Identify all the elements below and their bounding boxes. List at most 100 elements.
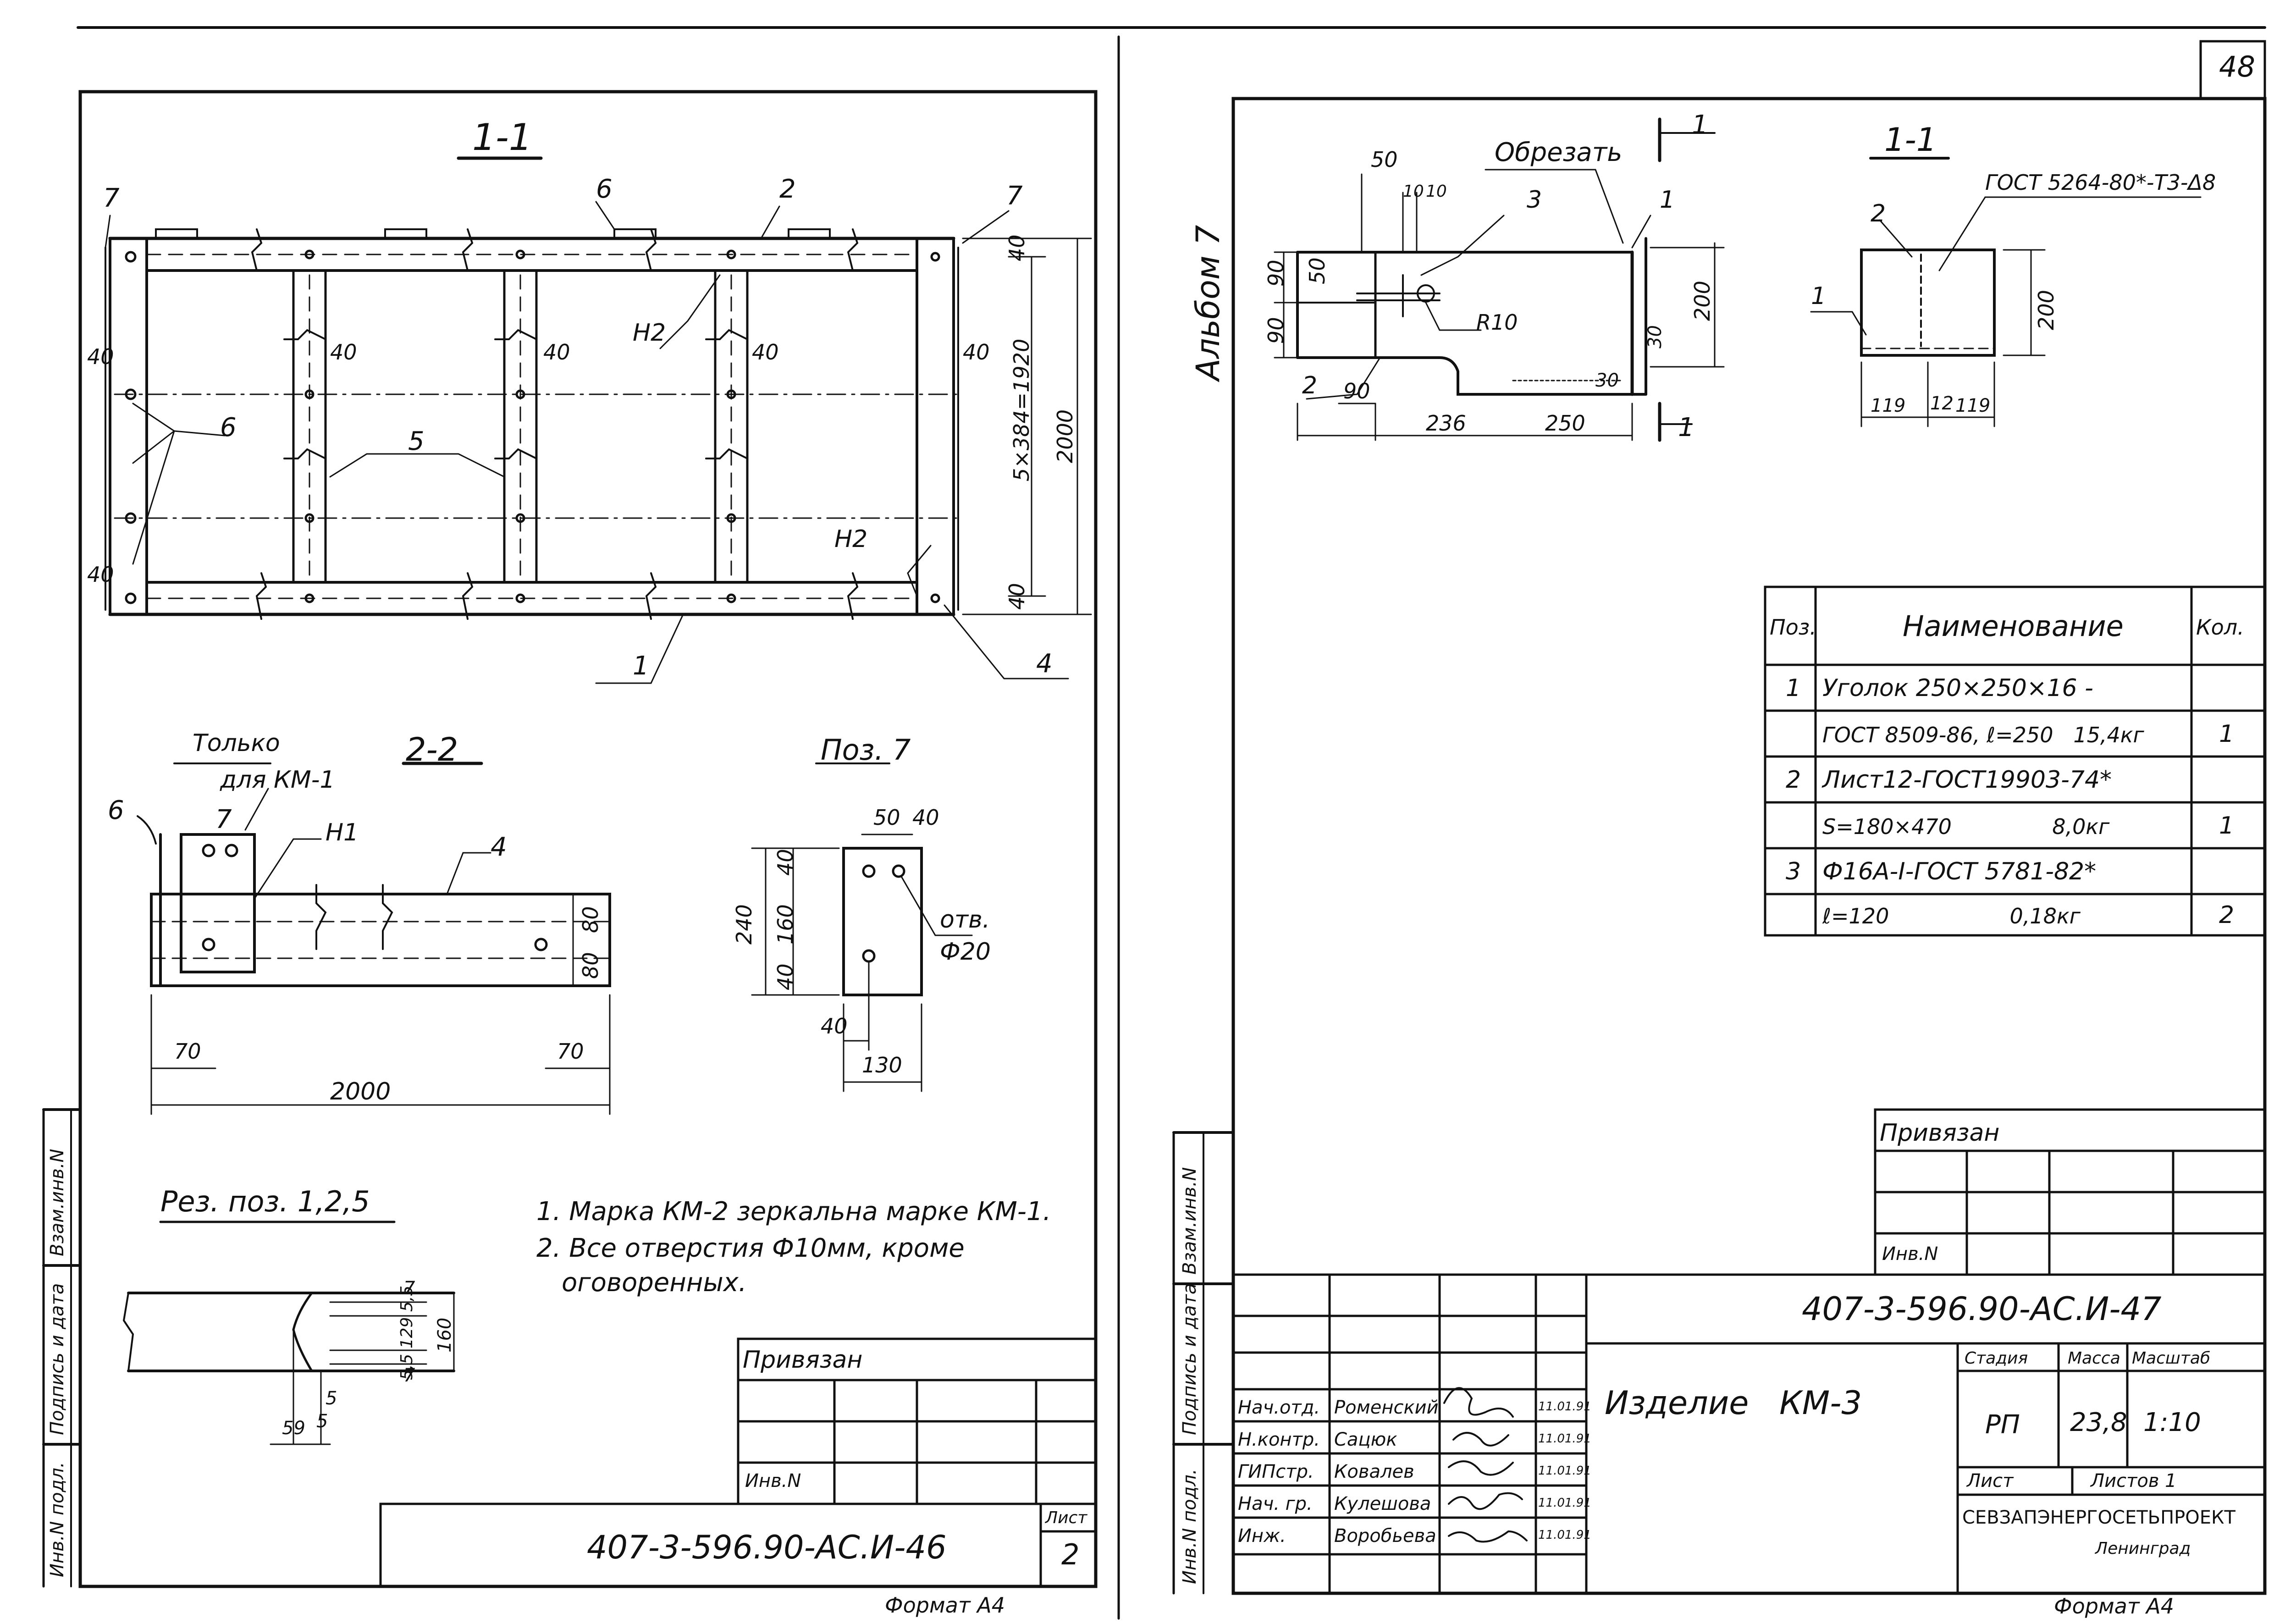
right-section-1-1-title: 1-1 [1884,121,1937,159]
callout-n2b: Н2 [834,525,868,553]
detail-dim-10b: 10 [1426,182,1447,201]
sheets-count: Листов 1 [2091,1470,2177,1491]
mass-label: Масса [2068,1349,2120,1368]
right-sec-dim-119b: 119 [1955,395,1991,416]
left-format: Формат А4 [885,1593,1005,1618]
cut-detail-linework [122,1221,455,1445]
mass-value: 23,8 [2070,1408,2127,1437]
right-title-block-lines [1232,1273,2266,1595]
left-side-label-1: Взам.инв.N [47,1149,68,1256]
callout-1: 1 [633,651,649,681]
sig-name-1: Роменский [1334,1397,1439,1418]
sig-role-5: Инж. [1238,1525,1286,1547]
note-1: 1. Марка КМ-2 зеркальна марке КМ-1. [536,1197,1051,1226]
detail-dim-50: 50 [1371,147,1398,172]
sig-role-1: Нач.отд. [1238,1397,1320,1418]
left-privyazan: Привязан [743,1346,863,1374]
pos7-dim-40-top: 40 [912,805,939,830]
dim-70-a: 70 [174,1039,201,1064]
scale-value: 1:10 [2143,1408,2201,1437]
dim-40-left-a: 40 [87,344,114,369]
sig-role-2: Н.контр. [1238,1429,1320,1450]
sig-role-4: Нач. гр. [1238,1493,1313,1514]
right-sec-callout-2: 2 [1871,200,1886,227]
album-label: Альбом 7 [1189,225,1227,381]
left-side-label-2: Подпись и дата [47,1283,68,1435]
bom-row-3-pos: 2 [1786,766,1801,794]
dim-40-bottom: 40 [1005,583,1029,610]
cut-dim-5a: 5 [326,1388,337,1409]
right-gost-weld: ГОСТ 5264-80*-Т3-Δ8 [1985,170,2216,195]
callout-5: 5 [408,426,425,456]
callout-6a: 6 [596,174,613,204]
detail-callout-2: 2 [1302,372,1318,399]
right-privyazan: Привязан [1880,1119,2000,1147]
org-city: Ленинград [2095,1539,2191,1558]
section-2-2-linework [137,762,611,1115]
callout-7a: 7 [103,183,120,213]
org-name: СЕВЗАПЭНЕРГОСЕТЬПРОЕКТ [1962,1507,2235,1528]
pos7-dim-40-b: 40 [773,963,798,990]
callout-6b: 6 [220,413,237,442]
right-side-label-2: Подпись и дата [1179,1283,1200,1435]
right-sec-callout-1: 1 [1811,282,1827,310]
sig-date-3: 11.01.91 [1538,1464,1591,1478]
detail-dim-30a: 30 [1645,325,1666,348]
note-2: 2. Все отверстия Ф10мм, кроме [536,1233,965,1263]
left-doc-code: 407-3-596.90-АС.И-46 [587,1529,947,1566]
callout-n2a: Н2 [633,319,666,347]
dim-40-right: 40 [963,340,990,365]
sheet-number: 48 [2219,50,2255,83]
sig-date-2: 11.01.91 [1538,1432,1591,1446]
callout-n1: Н1 [326,819,359,846]
pos7-dim-40-a: 40 [773,849,798,876]
detail-callout-1: 1 [1660,186,1675,214]
bom-header-qty: Кол. [2196,615,2244,640]
scale-label: Масштаб [2132,1349,2211,1368]
cut-dim-7a: 7 [403,1278,415,1299]
dim-80-b: 80 [578,952,603,979]
detail-dim-200: 200 [1690,281,1715,321]
dim-40-post-2: 40 [543,340,570,365]
bom-row-2-qty: 1 [2219,720,2235,748]
pos7-dim-40-c: 40 [821,1014,848,1038]
detail-cut-off: Обрезать [1495,138,1623,167]
right-format: Формат А4 [2054,1594,2174,1618]
right-privyazan-lines [1874,1108,2266,1276]
callout-4: 4 [1036,649,1053,679]
pos7-hole-label: отв. [940,906,990,934]
cut-dim-160: 160 [434,1317,455,1353]
signature-scribbles [1443,1387,1528,1543]
stage-label: Стадия [1965,1349,2028,1368]
dim-5x384: 5×384=1920 [1009,338,1034,481]
dim-40-plan-bottom: 40 [87,562,114,587]
callout-4b: 4 [491,832,507,862]
callout-7c: 7 [215,805,232,834]
bom-row-1-name: Уголок 250×250×16 - [1822,674,2093,702]
bom-row-4-name: S=180×470 8,0кг [1822,814,2110,839]
detail-dim-236: 236 [1426,411,1466,436]
detail-dim-30b: 30 [1595,370,1619,391]
dim-40-post-3: 40 [752,340,779,365]
sig-name-4: Кулешова [1334,1493,1431,1514]
left-sheet-label: Лист [1045,1508,1087,1527]
bom-row-5-pos: 3 [1786,858,1801,885]
dim-70-b: 70 [557,1039,584,1064]
sig-name-2: Сацюк [1334,1429,1397,1450]
dim-2000-horizontal: 2000 [330,1078,391,1105]
dim-2000-vertical: 2000 [1053,409,1077,463]
detail-dim-10a: 10 [1403,182,1424,201]
sig-date-1: 11.01.91 [1538,1400,1591,1414]
right-item-name: Изделие КМ-3 [1605,1384,1862,1422]
right-sec-dim-12: 12 [1930,393,1954,414]
right-side-label-3: Инв.N подл. [1179,1469,1200,1584]
cut-dim-7b: 7 [403,1365,415,1386]
left-inv-no: Инв.N [745,1470,801,1491]
bom-row-4-qty: 1 [2219,812,2235,840]
bom-row-1-pos: 1 [1786,674,1801,702]
section-1-1-right-linework [1810,157,2202,427]
callout-6c: 6 [108,795,124,825]
frame-plan-linework [105,156,1092,684]
section-1-1-title: 1-1 [472,116,532,159]
